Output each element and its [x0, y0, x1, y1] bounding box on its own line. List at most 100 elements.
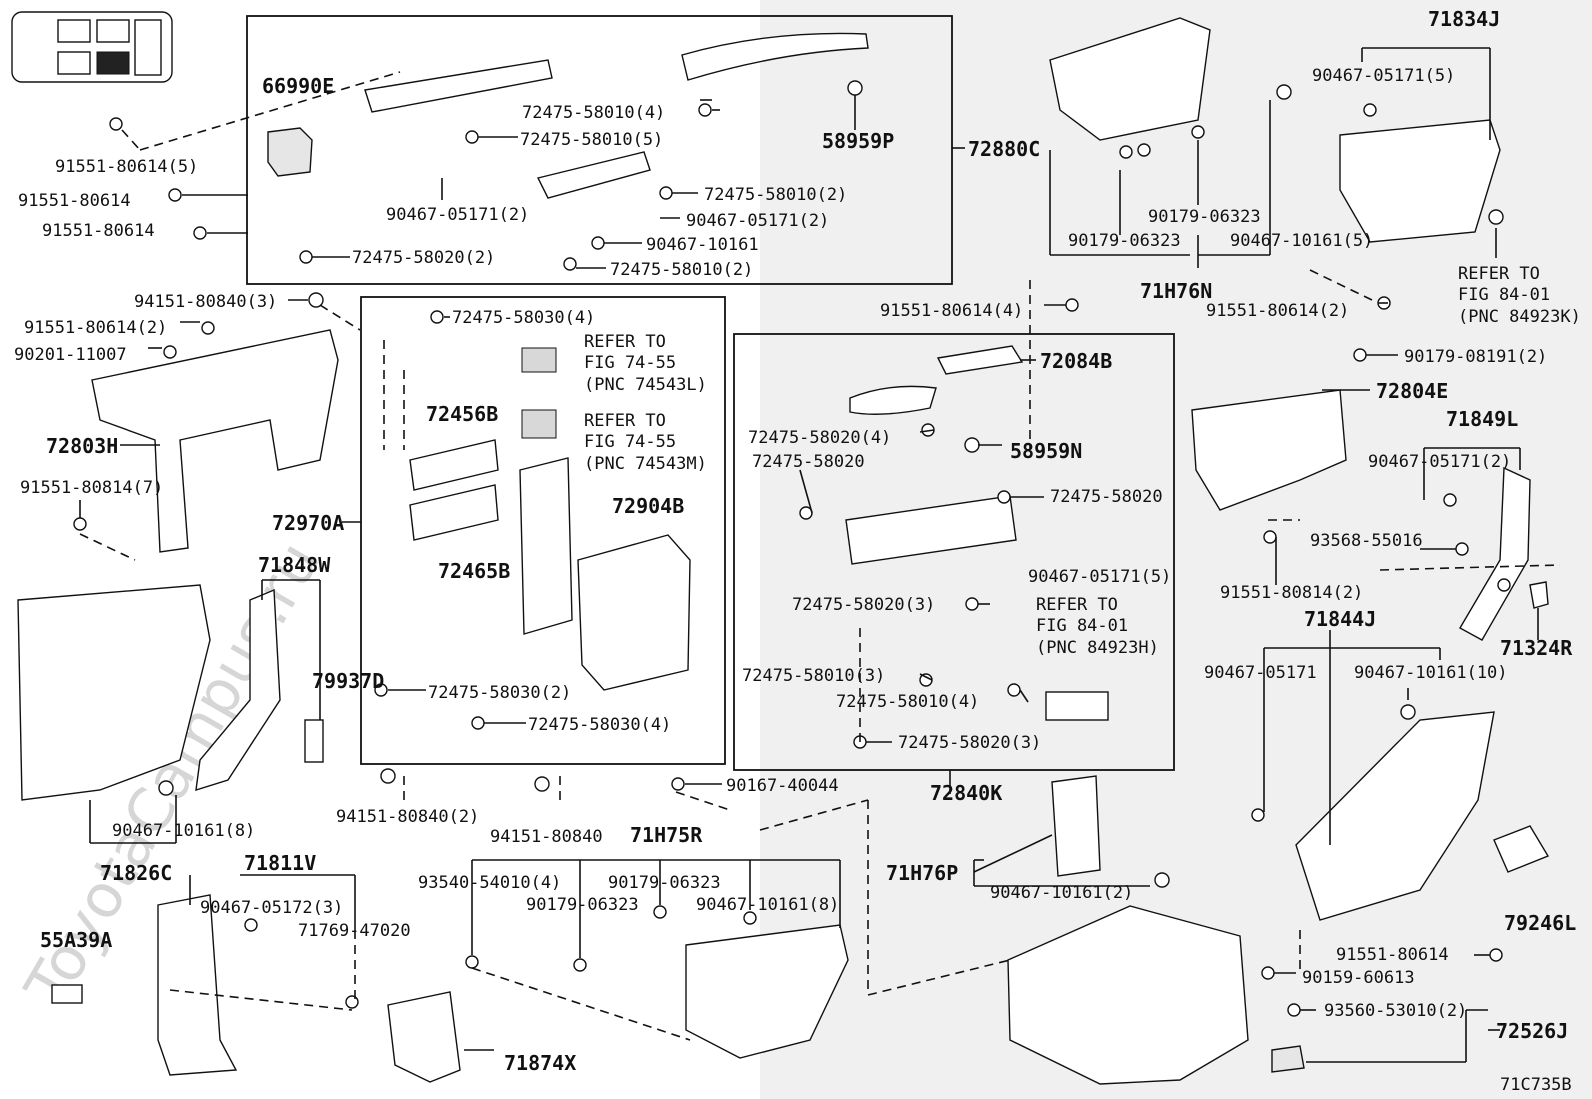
part-labels: 66990E 72475-58010(4) 72475-58010(5) 589… [14, 7, 1581, 1095]
label-93540-54010-4[interactable]: 93540-54010(4) [418, 873, 561, 893]
label-refer-84923h-1[interactable]: REFER TO [1036, 595, 1118, 615]
label-91551-80614-c[interactable]: 91551-80614 [1336, 945, 1449, 965]
label-71834j[interactable]: 71834J [1428, 7, 1500, 31]
label-71h75r[interactable]: 71H75R [630, 823, 703, 847]
label-72475-58020-a[interactable]: 72475-58020 [752, 452, 865, 472]
figure-id: 71C735B [1500, 1075, 1572, 1095]
label-90467-10161-a[interactable]: 90467-10161 [646, 235, 759, 255]
label-72456b[interactable]: 72456B [426, 402, 498, 426]
label-71324r[interactable]: 71324R [1500, 636, 1573, 660]
label-72904b[interactable]: 72904B [612, 494, 684, 518]
label-72475-58010-2-b[interactable]: 72475-58010(2) [610, 260, 753, 280]
frame-72970a [577, 534, 691, 691]
label-71848w[interactable]: 71848W [258, 553, 331, 577]
label-72880c[interactable]: 72880C [968, 137, 1040, 161]
label-90201-11007[interactable]: 90201-11007 [14, 345, 127, 365]
label-90467-05171-d[interactable]: 90467-05171 [1204, 663, 1317, 683]
label-refer-74543l-3[interactable]: (PNC 74543L) [584, 375, 707, 395]
label-71h76n[interactable]: 71H76N [1140, 279, 1212, 303]
box-72880c [246, 15, 953, 285]
label-refer-84923h-2[interactable]: FIG 84-01 [1036, 616, 1128, 636]
label-72475-58020-b[interactable]: 72475-58020 [1050, 487, 1163, 507]
label-90467-05171-2-b[interactable]: 90467-05171(2) [686, 211, 829, 231]
label-72475-58010-3[interactable]: 72475-58010(3) [742, 666, 885, 686]
label-71h76p[interactable]: 71H76P [886, 861, 958, 885]
label-94151-80840-2[interactable]: 94151-80840(2) [336, 807, 479, 827]
label-72804e[interactable]: 72804E [1376, 379, 1448, 403]
label-91551-80614-b[interactable]: 91551-80614 [42, 221, 155, 241]
label-72475-58030-4-a[interactable]: 72475-58030(4) [452, 308, 595, 328]
label-72475-58030-2[interactable]: 72475-58030(2) [428, 683, 571, 703]
label-93568-55016[interactable]: 93568-55016 [1310, 531, 1423, 551]
label-90179-06323-d[interactable]: 90179-06323 [1068, 231, 1181, 251]
label-91551-80614-4[interactable]: 91551-80614(4) [880, 301, 1023, 321]
label-91551-80814-7[interactable]: 91551-80814(7) [20, 478, 163, 498]
label-91551-80614-a[interactable]: 91551-80614 [18, 191, 131, 211]
label-72475-58010-2-a[interactable]: 72475-58010(2) [704, 185, 847, 205]
label-refer-84923h-3[interactable]: (PNC 84923H) [1036, 638, 1159, 658]
label-90467-10161-2[interactable]: 90467-10161(2) [990, 883, 1133, 903]
figure-thumbnail-icon[interactable] [11, 11, 173, 83]
label-90179-06323-c[interactable]: 90179-06323 [1148, 207, 1261, 227]
label-refer-74543m-1[interactable]: REFER TO [584, 411, 666, 431]
label-72475-58020-3-b[interactable]: 72475-58020(3) [898, 733, 1041, 753]
label-72840k[interactable]: 72840K [930, 781, 1002, 805]
label-90179-06323-b[interactable]: 90179-06323 [526, 895, 639, 915]
label-71849l[interactable]: 71849L [1446, 407, 1518, 431]
label-58959n[interactable]: 58959N [1010, 439, 1082, 463]
label-93560-53010-2[interactable]: 93560-53010(2) [1324, 1001, 1467, 1021]
label-71826c[interactable]: 71826C [100, 861, 172, 885]
bracket-top [364, 59, 553, 113]
label-90467-05172-3[interactable]: 90467-05172(3) [200, 898, 343, 918]
label-72803h[interactable]: 72803H [46, 434, 118, 458]
label-90467-10161-8-a[interactable]: 90467-10161(8) [112, 821, 255, 841]
label-71874x[interactable]: 71874X [504, 1051, 576, 1075]
label-90159-60613[interactable]: 90159-60613 [1302, 968, 1415, 988]
label-90467-10161-5[interactable]: 90467-10161(5) [1230, 231, 1373, 251]
label-71769-47020[interactable]: 71769-47020 [298, 921, 411, 941]
label-refer-84923k-2[interactable]: FIG 84-01 [1458, 285, 1550, 305]
label-72465b[interactable]: 72465B [438, 559, 510, 583]
label-71811v[interactable]: 71811V [244, 851, 316, 875]
label-72526j[interactable]: 72526J [1496, 1019, 1568, 1043]
label-72475-58020-4[interactable]: 72475-58020(4) [748, 428, 891, 448]
label-refer-74543l-2[interactable]: FIG 74-55 [584, 353, 676, 373]
label-90467-05171-2-c[interactable]: 90467-05171(2) [1368, 452, 1511, 472]
label-refer-74543l-1[interactable]: REFER TO [584, 332, 666, 352]
label-72475-58010-4-b[interactable]: 72475-58010(4) [836, 692, 979, 712]
label-71844j[interactable]: 71844J [1304, 607, 1376, 631]
label-91551-80814-2[interactable]: 91551-80814(2) [1220, 583, 1363, 603]
label-91551-80614-2-a[interactable]: 91551-80614(2) [24, 318, 167, 338]
label-91551-80614-5[interactable]: 91551-80614(5) [55, 157, 198, 177]
box-71834j [1339, 119, 1501, 243]
label-72475-58030-4-b[interactable]: 72475-58030(4) [528, 715, 671, 735]
label-refer-74543m-2[interactable]: FIG 74-55 [584, 432, 676, 452]
label-55a39a[interactable]: 55A39A [40, 928, 112, 952]
label-72084b[interactable]: 72084B [1040, 349, 1112, 373]
label-90467-10161-8-b[interactable]: 90467-10161(8) [696, 895, 839, 915]
label-90467-05171-2-a[interactable]: 90467-05171(2) [386, 205, 529, 225]
label-72475-58020-3-a[interactable]: 72475-58020(3) [792, 595, 935, 615]
label-79937d[interactable]: 79937D [312, 669, 384, 693]
label-72475-58010-4-a[interactable]: 72475-58010(4) [522, 103, 665, 123]
label-refer-84923k-1[interactable]: REFER TO [1458, 264, 1540, 284]
label-79246l[interactable]: 79246L [1504, 911, 1576, 935]
label-90179-06323-a[interactable]: 90179-06323 [608, 873, 721, 893]
label-refer-84923k-3[interactable]: (PNC 84923K) [1458, 307, 1581, 327]
label-90467-05171-5-b[interactable]: 90467-05171(5) [1028, 567, 1171, 587]
label-72475-58020-2[interactable]: 72475-58020(2) [352, 248, 495, 268]
label-refer-74543m-3[interactable]: (PNC 74543M) [584, 454, 707, 474]
label-66990e[interactable]: 66990E [262, 74, 334, 98]
label-90179-08191-2[interactable]: 90179-08191(2) [1404, 347, 1547, 367]
plate-72904b [519, 457, 573, 635]
label-91551-80614-2-b[interactable]: 91551-80614(2) [1206, 301, 1349, 321]
label-90167-40044[interactable]: 90167-40044 [726, 776, 839, 796]
label-90467-10161-10[interactable]: 90467-10161(10) [1354, 663, 1508, 683]
label-94151-80840-3[interactable]: 94151-80840(3) [134, 292, 277, 312]
label-72475-58010-5[interactable]: 72475-58010(5) [520, 130, 663, 150]
label-90467-05171-5-a[interactable]: 90467-05171(5) [1312, 66, 1455, 86]
label-94151-80840[interactable]: 94151-80840 [490, 827, 603, 847]
label-72970a[interactable]: 72970A [272, 511, 344, 535]
label-58959p[interactable]: 58959P [822, 129, 894, 153]
part-71324r [1529, 581, 1549, 609]
